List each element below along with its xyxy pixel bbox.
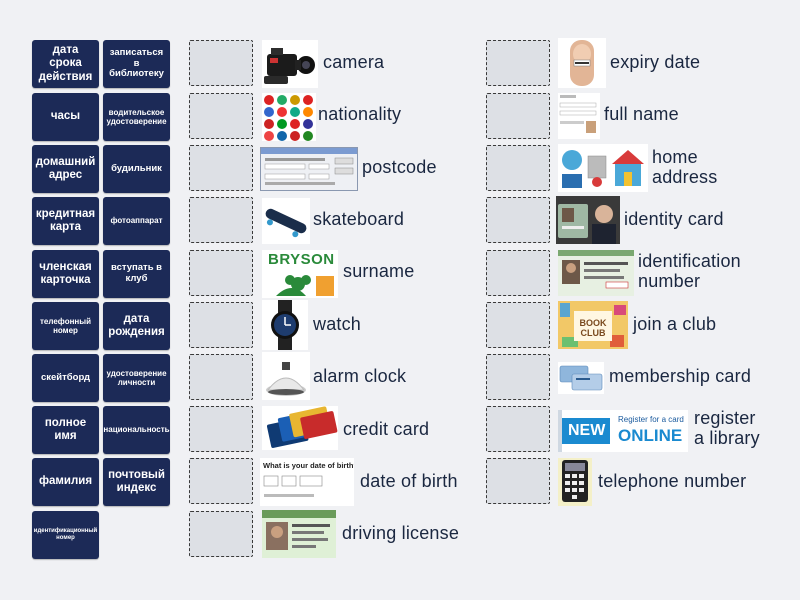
- drop-zone-full-name[interactable]: [486, 93, 550, 139]
- surname-shirt-text: BRYSON: [268, 251, 335, 268]
- drop-zone-credit-card[interactable]: [189, 406, 253, 452]
- drop-zone-driving-license[interactable]: [189, 511, 253, 557]
- register-top-text: Register for a card: [618, 415, 684, 424]
- label-nationality: nationality: [318, 104, 402, 124]
- label-join-club: join a club: [633, 314, 717, 334]
- label-membership-card: membership card: [609, 366, 752, 386]
- label-telephone-number: telephone number: [598, 471, 747, 491]
- drop-zone-identification-number[interactable]: [486, 250, 550, 296]
- form-window-icon: [260, 147, 358, 191]
- drop-zone-join-club[interactable]: [486, 302, 550, 348]
- drop-zone-telephone-number[interactable]: [486, 458, 550, 504]
- surname-shirt-icon: BRYSON: [262, 250, 338, 298]
- label-full-name: full name: [604, 104, 679, 124]
- tile-date-of-birth[interactable]: дата рождения: [103, 302, 170, 350]
- label-camera: camera: [323, 52, 385, 72]
- drop-zone-expiry-date[interactable]: [486, 40, 550, 86]
- drop-zone-register-library[interactable]: [486, 406, 550, 452]
- label-home-address-line1: home: [652, 147, 698, 167]
- tile-full-name[interactable]: полное имя: [32, 406, 99, 454]
- id-number-card-icon: [558, 250, 634, 296]
- tile-camera[interactable]: фотоаппарат: [103, 197, 170, 245]
- tile-skateboard[interactable]: скейтборд: [32, 354, 99, 402]
- drop-zone-alarm-clock[interactable]: [189, 354, 253, 400]
- date-of-birth-question: What is your date of birth?: [263, 461, 354, 470]
- home-address-icon: [558, 144, 648, 192]
- drop-zone-watch[interactable]: [189, 302, 253, 348]
- label-identification-number-line2: number: [638, 271, 701, 291]
- drop-zone-date-of-birth[interactable]: [189, 458, 253, 504]
- tile-alarm-clock[interactable]: будильник: [103, 145, 170, 193]
- drop-zone-camera[interactable]: [189, 40, 253, 86]
- register-online-icon: NEW Register for a card ONLINE: [558, 410, 688, 452]
- register-online-text: ONLINE: [618, 426, 683, 445]
- name-form-icon: [558, 93, 600, 139]
- drop-zone-nationality[interactable]: [189, 93, 253, 139]
- tile-watch[interactable]: часы: [32, 93, 99, 141]
- tile-nationality[interactable]: национальность: [103, 406, 170, 454]
- drop-zone-membership-card[interactable]: [486, 354, 550, 400]
- label-surname: surname: [343, 261, 415, 281]
- label-credit-card: credit card: [343, 419, 430, 439]
- birth-date-form-icon: What is your date of birth?: [260, 458, 354, 506]
- tile-home-address[interactable]: домашний адрес: [32, 145, 99, 193]
- tile-join-club[interactable]: вступать в клуб: [103, 250, 170, 298]
- alarm-clock-icon: [262, 352, 310, 400]
- label-home-address-line2: address: [652, 167, 718, 187]
- phone-keypad-icon: [558, 458, 592, 506]
- tile-credit-card[interactable]: кредитная карта: [32, 197, 99, 245]
- register-new-text: NEW: [568, 422, 606, 439]
- tile-surname[interactable]: фамилия: [32, 458, 99, 506]
- drop-zone-postcode[interactable]: [189, 145, 253, 191]
- watch-icon: [262, 300, 308, 350]
- tile-telephone-number[interactable]: телефонный номер: [32, 302, 99, 350]
- book-club-text: BOOK CLUB: [579, 318, 607, 338]
- label-register-library-line1: register: [694, 408, 756, 428]
- label-skateboard: skateboard: [313, 209, 405, 229]
- label-date-of-birth: date of birth: [360, 471, 458, 491]
- id-card-icon: [556, 196, 620, 244]
- tile-membership-card[interactable]: членская карточка: [32, 250, 99, 298]
- label-driving-license: driving license: [342, 523, 460, 543]
- tile-register-library[interactable]: записаться в библиотеку: [103, 40, 170, 88]
- tile-identity-card[interactable]: удостоверение личности: [103, 354, 170, 402]
- label-expiry-date: expiry date: [610, 52, 701, 72]
- label-watch: watch: [313, 314, 362, 334]
- driving-license-icon: [262, 510, 336, 558]
- camera-icon: [262, 40, 318, 88]
- membership-cards-icon: [558, 362, 604, 394]
- drop-zone-identity-card[interactable]: [486, 197, 550, 243]
- tile-expiry-date[interactable]: дата срока действия: [32, 40, 99, 88]
- label-alarm-clock: alarm clock: [313, 366, 407, 386]
- flags-icon: [262, 93, 316, 141]
- tile-postcode[interactable]: почтовый индекс: [103, 458, 170, 506]
- book-club-icon: BOOK CLUB: [558, 301, 628, 349]
- label-identification-number-line1: identification: [638, 251, 741, 271]
- tile-driving-license[interactable]: водительское удостоверение: [103, 93, 170, 141]
- skateboard-icon: [262, 198, 310, 244]
- label-register-library-line2: a library: [694, 428, 760, 448]
- label-identity-card: identity card: [624, 209, 724, 229]
- fingertip-icon: [558, 38, 606, 88]
- tile-identification-number[interactable]: идентификационный номер: [32, 511, 99, 559]
- label-postcode: postcode: [362, 157, 437, 177]
- drop-zone-home-address[interactable]: [486, 145, 550, 191]
- drop-zone-skateboard[interactable]: [189, 197, 253, 243]
- credit-cards-icon: [262, 406, 338, 450]
- drop-zone-surname[interactable]: [189, 250, 253, 296]
